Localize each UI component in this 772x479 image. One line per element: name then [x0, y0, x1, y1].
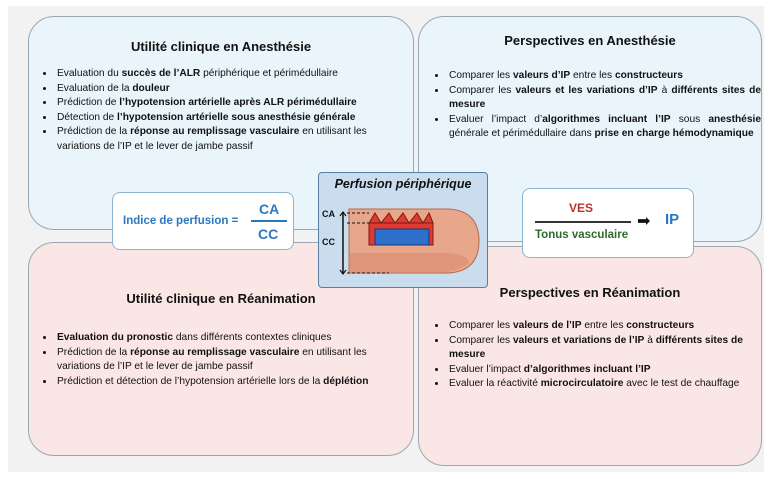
panel-title: Perspectives en Réanimation [499, 285, 681, 300]
fraction-bar [251, 220, 287, 222]
finger-shading [349, 253, 469, 273]
bullet-item: Prédiction de l’hypotension artérielle a… [55, 96, 413, 111]
bullet-item: Prédiction de la réponse au remplissage … [55, 125, 413, 154]
right-arrow-icon: ➡ [637, 213, 651, 230]
bullet-item: Evaluer la réactivité microcirculatoire … [447, 377, 761, 392]
bullet-item: Prédiction de la réponse au remplissage … [55, 346, 413, 375]
bullet-item: Evaluer l’impact d’algorithmes incluant … [447, 363, 761, 378]
peripheral-perfusion-illustration: Perfusion périphérique CA CC [318, 172, 488, 288]
bullet-item: Comparer les valeurs de l’IP entre les c… [447, 319, 761, 334]
constant-component [374, 228, 430, 246]
panel-title: Utilité clinique en Réanimation [126, 291, 316, 306]
cc-label: CC [322, 237, 335, 247]
perfusion-index-formula: Indice de perfusion = CA CC [112, 192, 294, 250]
bullet-item: Evaluation de la douleur [55, 82, 413, 97]
fraction-bar [535, 221, 631, 223]
pulsatile-component [368, 211, 434, 224]
bullet-list: Evaluation du succès de l’ALR périphériq… [39, 67, 413, 154]
finger-diagram [339, 208, 480, 275]
bullet-item: Comparer les valeurs et les variations d… [447, 84, 761, 113]
ip-determinants-formula: VES Tonus vasculaire ➡ IP [522, 188, 694, 258]
formula-denominator: CC [258, 226, 279, 242]
panel-anesthesia-perspectives: Perspectives en Anesthésie Comparer les … [418, 16, 762, 242]
formula-numerator: VES [569, 201, 594, 215]
bullet-list: Evaluation du pronostic dans différents … [39, 331, 413, 389]
bullet-item: Comparer les valeurs d’IP entre les cons… [447, 69, 761, 84]
bullet-item: Evaluation du pronostic dans différents … [55, 331, 413, 346]
formula-denominator: Tonus vasculaire [535, 229, 629, 241]
formula-label: Indice de perfusion = [123, 215, 239, 227]
ca-label: CA [322, 209, 335, 219]
bullet-item: Evaluation du succès de l’ALR périphériq… [55, 67, 413, 82]
formula-result: IP [665, 211, 680, 228]
bullet-item: Prédiction et détection de l’hypotension… [55, 375, 413, 390]
bullet-item: Comparer les valeurs et variations de l’… [447, 334, 761, 363]
bullet-list: Comparer les valeurs de l’IP entre les c… [431, 319, 761, 392]
formula-numerator: CA [259, 201, 280, 217]
bullet-item: Evaluer l’impact d’algorithmes incluant … [447, 113, 761, 142]
illustration-title: Perfusion périphérique [334, 177, 472, 191]
panel-title: Perspectives en Anesthésie [504, 33, 676, 48]
panel-anesthesia-clinical-utility: Utilité clinique en Anesthésie Evaluatio… [28, 16, 414, 230]
bullet-list: Comparer les valeurs d’IP entre les cons… [431, 69, 761, 142]
panel-title: Utilité clinique en Anesthésie [130, 39, 312, 54]
bullet-item: Détection de l’hypotension artérielle so… [55, 111, 413, 126]
